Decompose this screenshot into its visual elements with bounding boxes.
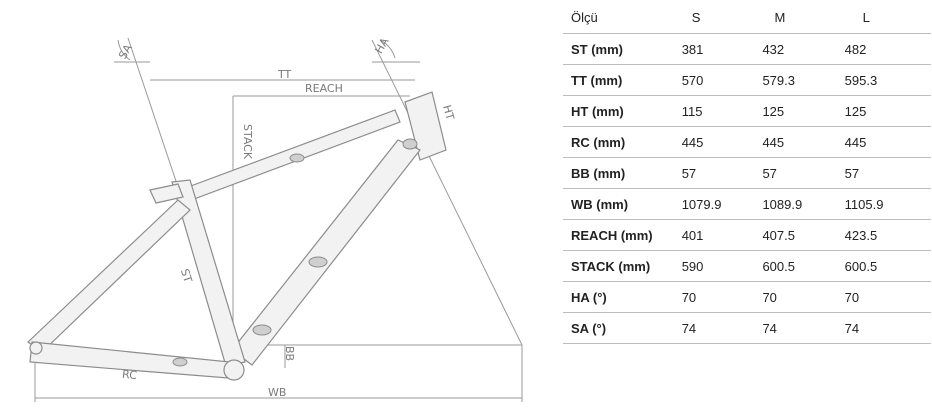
cell-m: 600.5 xyxy=(762,250,845,282)
cell-s: 57 xyxy=(663,157,763,189)
cell-s: 590 xyxy=(663,250,763,282)
cell-s: 115 xyxy=(663,95,763,127)
reach-label: REACH xyxy=(305,82,343,95)
st-label: ST xyxy=(178,267,195,284)
table-row: ST (mm) 381 432 482 xyxy=(563,33,931,65)
bottom-bracket xyxy=(223,359,245,381)
row-label: ST (mm) xyxy=(563,33,664,65)
ha-axis-line xyxy=(371,39,523,346)
cell-m: 579.3 xyxy=(762,64,845,96)
cell-s: 381 xyxy=(663,33,763,65)
top-tube-mark xyxy=(289,153,305,163)
cell-l: 423.5 xyxy=(844,219,931,251)
row-label: BB (mm) xyxy=(563,157,664,189)
table-row: SA (°) 74 74 74 xyxy=(563,312,931,344)
sa-arc xyxy=(117,39,131,61)
row-label: RC (mm) xyxy=(563,126,664,158)
cell-l: 70 xyxy=(844,281,931,313)
col-header-l: L xyxy=(844,2,931,34)
table-row: HA (°) 70 70 70 xyxy=(563,281,931,313)
cell-m: 407.5 xyxy=(762,219,845,251)
ha-arc xyxy=(379,39,396,59)
cell-s: 401 xyxy=(663,219,763,251)
cell-l: 600.5 xyxy=(844,250,931,282)
cell-l: 125 xyxy=(844,95,931,127)
frame-geometry-diagram: SA HA TT REACH STACK HT ST RC BB WB xyxy=(27,35,523,402)
cell-m: 57 xyxy=(762,157,845,189)
row-label: TT (mm) xyxy=(563,64,664,96)
cell-m: 70 xyxy=(762,281,845,313)
down-tube-lower-mark xyxy=(252,324,272,336)
cell-s: 1079.9 xyxy=(663,188,763,220)
stack-label: STACK xyxy=(241,124,254,160)
cell-m: 125 xyxy=(762,95,845,127)
cell-l: 595.3 xyxy=(844,64,931,96)
col-header-m: M xyxy=(762,2,845,34)
cell-l: 57 xyxy=(844,157,931,189)
cell-m: 1089.9 xyxy=(762,188,845,220)
cell-l: 482 xyxy=(844,33,931,65)
ha-label: HA xyxy=(372,35,391,56)
chain-stay-mark xyxy=(172,357,188,367)
table-row: HT (mm) 115 125 125 xyxy=(563,95,931,127)
geometry-table: Ölçü S M L ST (mm) 381 432 482 TT (mm) 5… xyxy=(563,2,931,344)
cell-s: 570 xyxy=(663,64,763,96)
tt-label: TT xyxy=(277,68,292,81)
cell-m: 74 xyxy=(762,312,845,344)
cell-s: 74 xyxy=(663,312,763,344)
col-header-s: S xyxy=(663,2,763,34)
table-row: REACH (mm) 401 407.5 423.5 xyxy=(563,219,931,251)
row-label: WB (mm) xyxy=(563,188,664,220)
table-header-row: Ölçü S M L xyxy=(563,2,931,34)
table-row: WB (mm) 1079.9 1089.9 1105.9 xyxy=(563,188,931,220)
rear-dropout xyxy=(29,341,43,355)
table-row: STACK (mm) 590 600.5 600.5 xyxy=(563,250,931,282)
cell-m: 445 xyxy=(762,126,845,158)
cell-l: 1105.9 xyxy=(844,188,931,220)
down-tube xyxy=(231,139,421,366)
cell-s: 445 xyxy=(663,126,763,158)
row-label: REACH (mm) xyxy=(563,219,664,251)
seat-tube xyxy=(171,179,246,367)
cell-l: 445 xyxy=(844,126,931,158)
cell-l: 74 xyxy=(844,312,931,344)
table-row: BB (mm) 57 57 57 xyxy=(563,157,931,189)
table-row: TT (mm) 570 579.3 595.3 xyxy=(563,64,931,96)
seat-post-collar xyxy=(149,183,184,204)
row-label: STACK (mm) xyxy=(563,250,664,282)
seat-stay xyxy=(27,199,191,353)
row-label: SA (°) xyxy=(563,312,664,344)
cell-m: 432 xyxy=(762,33,845,65)
row-label: HT (mm) xyxy=(563,95,664,127)
down-tube-mark xyxy=(308,256,328,268)
ht-label: HT xyxy=(440,104,457,122)
cell-s: 70 xyxy=(663,281,763,313)
head-tube-joint-mark xyxy=(402,138,418,150)
wb-label: WB xyxy=(268,386,286,399)
col-header-measure: Ölçü xyxy=(563,2,664,34)
rc-label: RC xyxy=(121,368,137,383)
table-row: RC (mm) 445 445 445 xyxy=(563,126,931,158)
bb-label: BB xyxy=(283,346,296,361)
row-label: HA (°) xyxy=(563,281,664,313)
